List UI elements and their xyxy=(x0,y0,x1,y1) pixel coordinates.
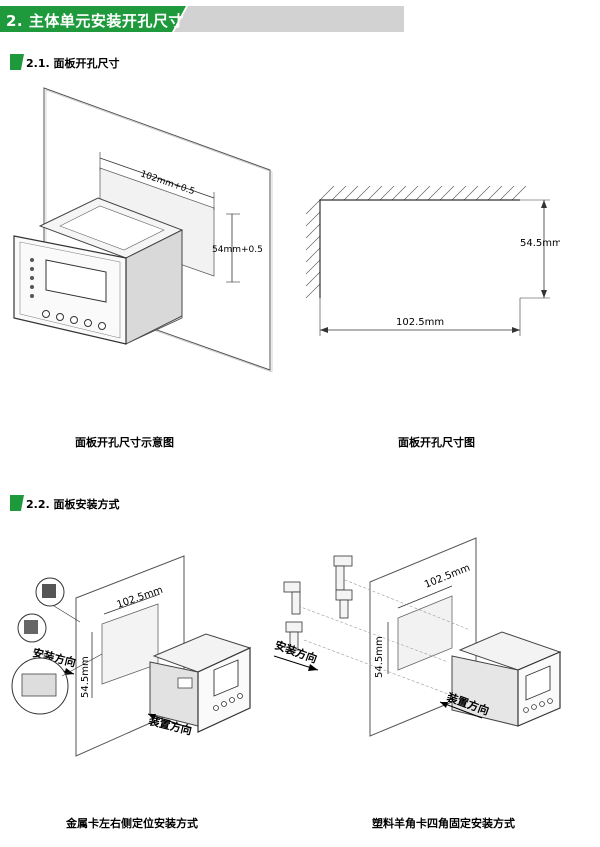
panel-cutout-2d-figure: 54.5mm 102.5mm xyxy=(305,185,560,336)
fig3-caption: 金属卡左右侧定位安装方式 xyxy=(66,817,198,830)
subheading-marker xyxy=(10,495,24,511)
fig2-caption: 面板开孔尺寸图 xyxy=(398,436,475,449)
section-banner-accent xyxy=(0,6,186,32)
fig1-caption: 面板开孔尺寸示意图 xyxy=(75,436,174,449)
plastic-height-label: 54.5mm xyxy=(374,636,385,678)
subheading-marker xyxy=(10,54,24,70)
plastic-clip-install-figure: 102.5mm 54.5mm 安装方向 装置方向 xyxy=(273,537,562,737)
metal-clip-install-figure: 102.5mm 54.5mm 安装方向 装置方向 xyxy=(11,555,252,757)
section-banner-bar xyxy=(174,6,404,32)
fig4-caption: 塑料羊角卡四角固定安装方式 xyxy=(372,817,515,830)
metal-height-label: 54.5mm xyxy=(80,656,91,698)
cutout-2d-height-label: 54.5mm xyxy=(520,238,560,249)
subheading-text: 2.1. 面板开孔尺寸 xyxy=(26,57,120,70)
cutout-2d-width-label: 102.5mm xyxy=(396,317,444,328)
section-banner: 2. 主体单元安装开孔尺寸 xyxy=(0,6,404,32)
cutout-height-label: 54mm+0.5 xyxy=(212,245,263,255)
section-title: 2. 主体单元安装开孔尺寸 xyxy=(6,12,184,30)
panel-cutout-3d-figure: 102mm+0.5 54mm+0.5 xyxy=(13,87,273,373)
subheading-text: 2.2. 面板安装方式 xyxy=(26,498,120,511)
